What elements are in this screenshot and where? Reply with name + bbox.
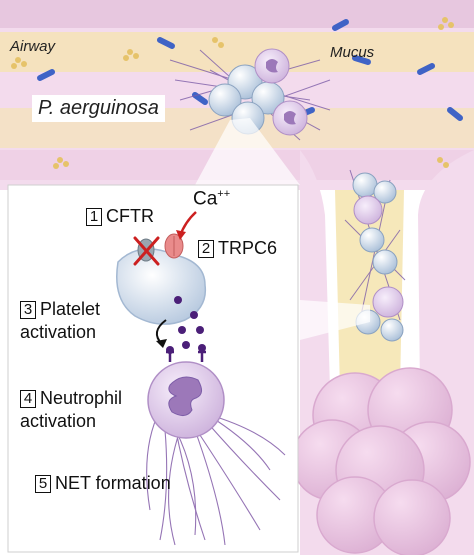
platelet <box>116 248 207 325</box>
bacterium <box>192 92 208 105</box>
airway-label: Airway <box>10 38 56 55</box>
calcium-charge: ++ <box>217 188 231 200</box>
platelet-granules <box>174 296 204 349</box>
bacteria-label: P. aerguinosa <box>32 95 165 122</box>
mucus-granules <box>11 17 454 169</box>
trpc6-channel <box>164 233 184 259</box>
neutrophil <box>147 344 225 439</box>
airway-cell-cluster <box>169 48 331 141</box>
mucus-label: Mucus <box>330 44 375 61</box>
step-label: Platelet <box>40 299 101 319</box>
step-label: CFTR <box>106 206 154 226</box>
step-label: TRPC6 <box>218 238 278 258</box>
step-label-line2: activation <box>20 411 97 431</box>
cftr-channel <box>133 236 160 266</box>
step-number: 1 <box>86 208 102 226</box>
calcium-label: Ca++ <box>193 188 230 210</box>
calcium-text: Ca <box>193 188 218 210</box>
bacterium <box>417 63 435 75</box>
step-number: 5 <box>35 475 51 493</box>
zoom-beams <box>195 118 370 340</box>
nucleus <box>168 376 202 416</box>
step-label: NET formation <box>55 473 171 493</box>
bacterium <box>447 107 463 121</box>
bacterium <box>352 55 371 65</box>
bacterium <box>332 19 349 31</box>
step-number: 4 <box>20 390 36 408</box>
step-label: Neutrophil <box>40 388 123 408</box>
release-arrow <box>155 319 167 348</box>
step-number: 3 <box>20 301 36 319</box>
step-label-line2: activation <box>20 322 97 342</box>
duct-cell-cluster <box>344 169 406 342</box>
calcium-arrow <box>176 211 197 240</box>
bacterium <box>157 37 175 49</box>
bacterium <box>37 69 55 81</box>
cross-mark <box>133 236 160 266</box>
step-number: 2 <box>198 240 214 258</box>
